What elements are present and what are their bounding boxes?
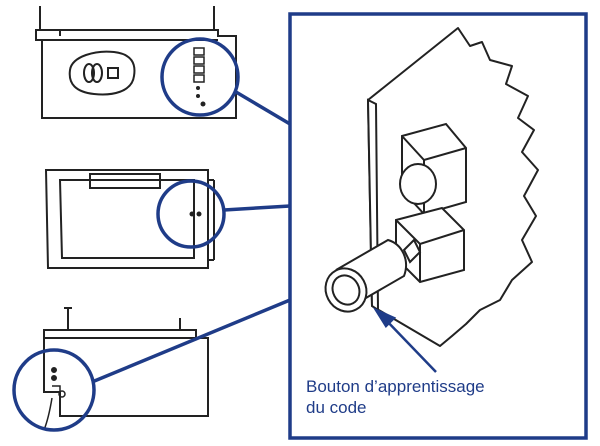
top-unit-control-panel [193, 47, 206, 107]
learn-button-label-line1: Bouton d’apprentissage [306, 377, 485, 396]
learn-button-icon[interactable] [318, 238, 407, 319]
bottom-unit-controls [43, 367, 66, 431]
learn-button-label: Bouton d’apprentissage du code [306, 376, 586, 418]
bottom-opener-unit [43, 307, 209, 417]
button-housing [395, 206, 465, 284]
middle-unit-zoom-circle [156, 179, 226, 249]
zoom-connector-lines [91, 90, 291, 384]
pointer-arrow-icon [372, 307, 437, 373]
middle-opener-unit [44, 169, 215, 269]
bottom-unit-zoom-circle [12, 348, 96, 432]
learn-button-label-line2: du code [306, 398, 367, 417]
top-opener-unit [35, 6, 237, 119]
indicator-led-icon [399, 122, 467, 216]
middle-unit-leds [189, 211, 202, 217]
top-unit-zoom-circle [160, 37, 240, 117]
